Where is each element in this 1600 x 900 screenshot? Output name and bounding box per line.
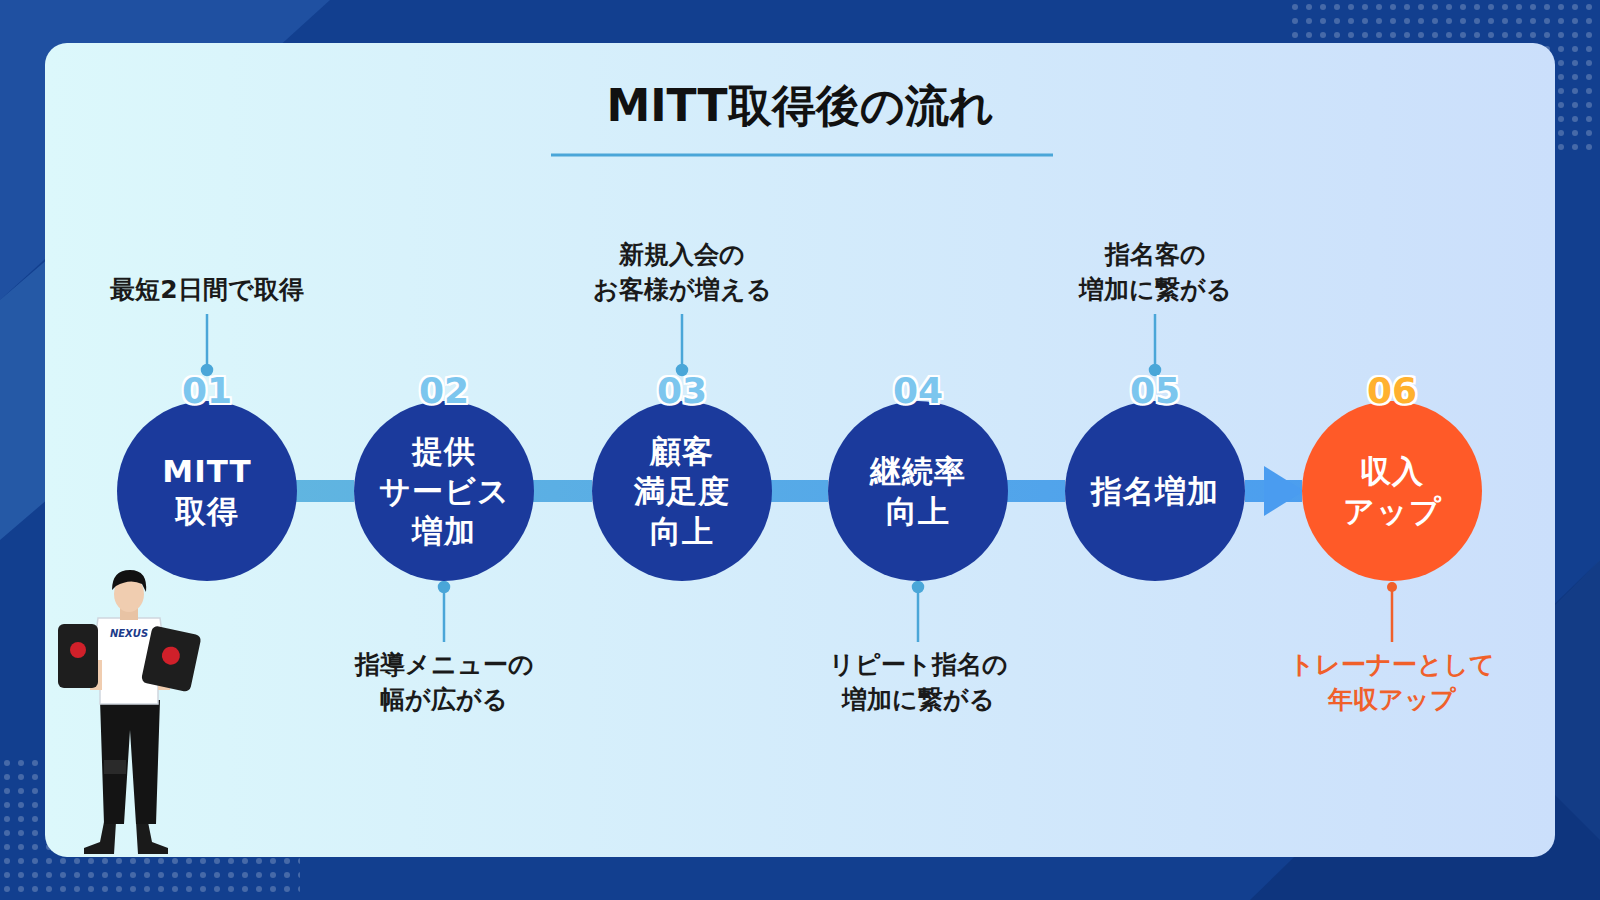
step-label: 収入 アップ	[1343, 451, 1442, 532]
flow-bar	[530, 480, 592, 502]
annotation-text: 指導メニューの 幅が広がる	[355, 647, 534, 717]
step-number: 03	[592, 373, 772, 409]
step-number: 01	[117, 373, 297, 409]
annotation-text: リピート指名の 増加に繋がる	[829, 647, 1008, 717]
trainer-illustration	[58, 570, 202, 854]
step-number: 06	[1302, 373, 1482, 409]
leader-line-accent	[1387, 582, 1397, 642]
flow-bar	[293, 480, 354, 502]
title-underline	[551, 154, 1053, 157]
step-circle: 01MITT 取得	[117, 401, 297, 581]
content-card	[45, 43, 1555, 857]
step-label: 顧客 満足度 向上	[634, 431, 730, 552]
annotation-text: 最短2日間で取得	[110, 272, 303, 307]
leader-lines	[202, 314, 1160, 642]
step-circle: 05指名増加	[1065, 401, 1245, 581]
step-circle: 03顧客 満足度 向上	[592, 401, 772, 581]
annotation-text: 新規入会の お客様が増える	[593, 237, 772, 307]
step-number: 05	[1065, 373, 1245, 409]
shirt-logo: NEXUS	[110, 629, 148, 639]
step-number: 02	[354, 373, 534, 409]
step-label: 継続率 向上	[870, 451, 966, 532]
step-number: 04	[828, 373, 1008, 409]
flow-arrow	[1245, 480, 1302, 502]
diagram-title: MITT取得後の流れ	[0, 80, 1600, 133]
annotation-text: トレーナーとして 年収アップ	[1289, 647, 1495, 717]
flow-bar	[768, 480, 828, 502]
flow-bar	[1004, 480, 1065, 502]
step-circle: 02提供 サービス 増加	[354, 401, 534, 581]
annotation-text: 指名客の 増加に繋がる	[1079, 237, 1232, 307]
step-circle: 04継続率 向上	[828, 401, 1008, 581]
step-label: 指名増加	[1091, 471, 1219, 511]
step-circle: 06収入 アップ	[1302, 401, 1482, 581]
step-label: 提供 サービス 増加	[379, 431, 510, 552]
step-label: MITT 取得	[162, 451, 251, 532]
